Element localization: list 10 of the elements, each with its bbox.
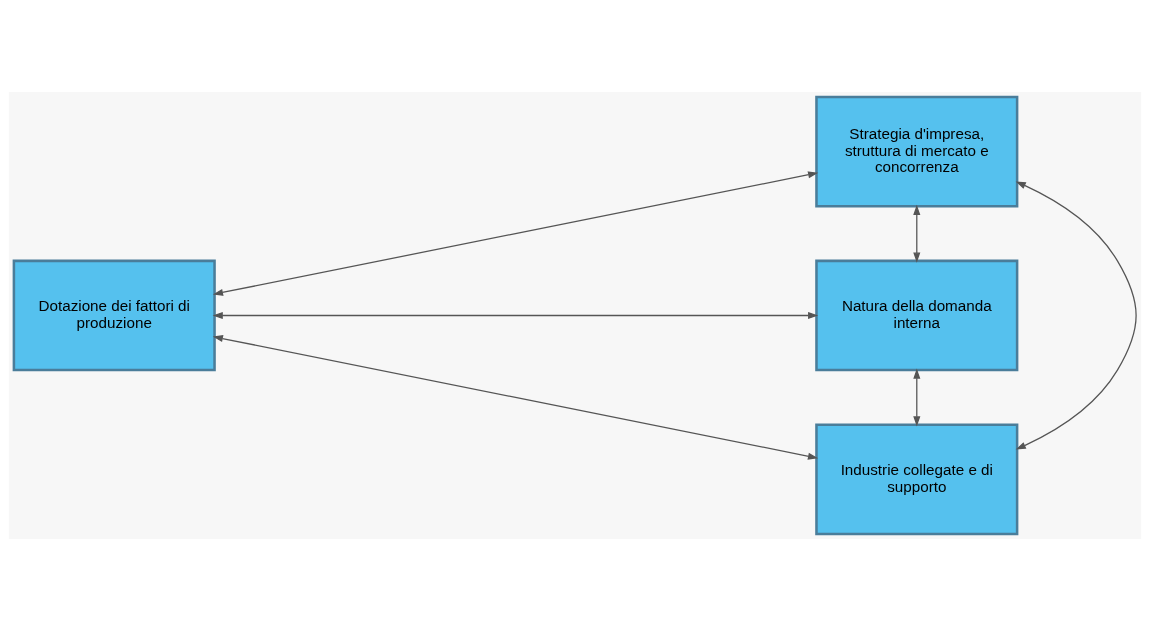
arrow bbox=[212, 171, 819, 296]
node-box: Industrie collegate e di supporto bbox=[815, 423, 1019, 536]
node-box: Dotazione dei fattori di produzione bbox=[12, 259, 216, 372]
arrow bbox=[212, 335, 819, 460]
arrow bbox=[913, 204, 921, 263]
arrow bbox=[913, 368, 921, 427]
node-box: Strategia d'impresa, struttura di mercato e concorrenza bbox=[815, 95, 1019, 208]
node-box: Natura della domanda interna bbox=[815, 259, 1019, 372]
arrow bbox=[212, 311, 819, 320]
arrow bbox=[1015, 181, 1137, 450]
